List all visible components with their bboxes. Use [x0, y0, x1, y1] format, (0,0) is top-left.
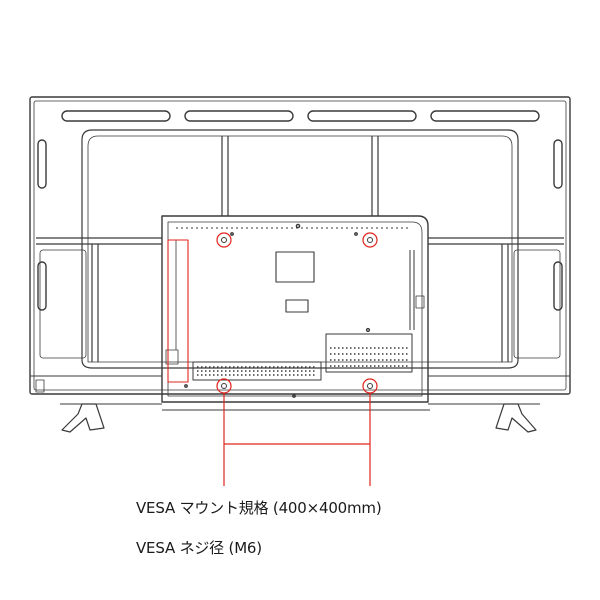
tv-back-cover — [29, 96, 571, 395]
vesa-hole-top-right — [362, 232, 378, 248]
vesa-screw-size-caption: VESA ネジ径 (M6) — [136, 539, 262, 557]
rear-rib-frame — [36, 129, 564, 369]
vesa-hole-centers — [221, 237, 373, 389]
center-mount-panel — [161, 215, 429, 403]
vesa-hole-bottom-left — [216, 378, 232, 394]
vesa-mount-marking — [167, 232, 378, 486]
vesa-hole-bottom-right — [362, 378, 378, 394]
vesa-hole-top-left — [216, 232, 232, 248]
vesa-mount-spec-caption: VESA マウント規格 (400×400mm) — [136, 499, 382, 517]
tv-bottom-and-feet — [30, 375, 570, 433]
